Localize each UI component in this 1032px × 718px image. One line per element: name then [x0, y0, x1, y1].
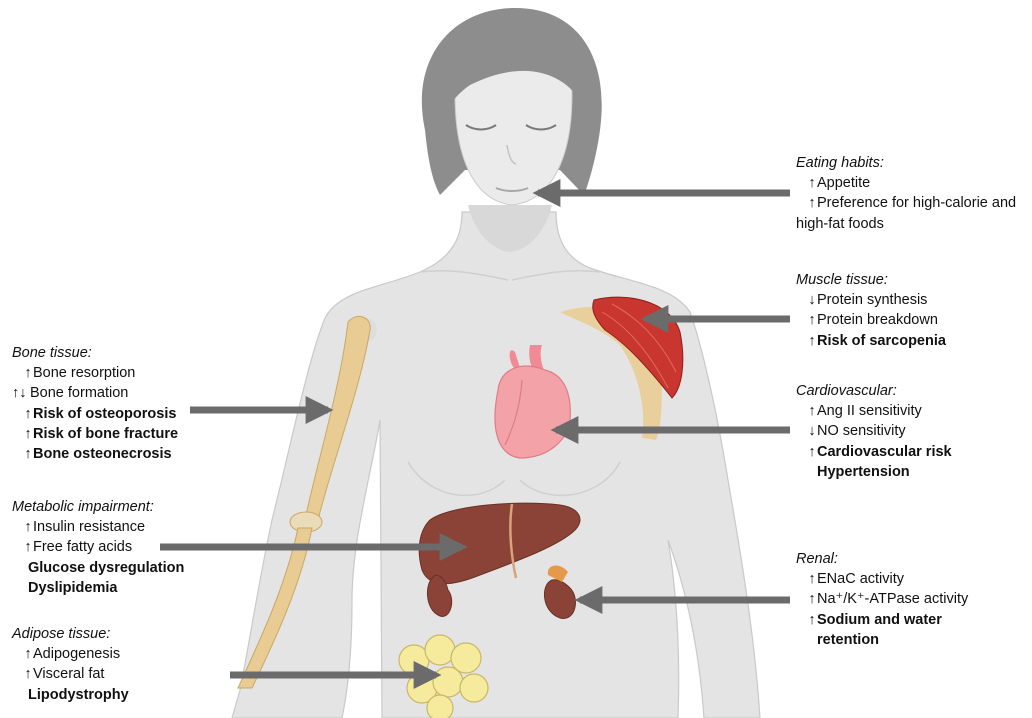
bone-line-4: Risk of bone fracture — [33, 426, 178, 442]
metabolic-line-3: Glucose dysregulation — [12, 558, 184, 578]
up-arrow-icon: ↑ — [23, 664, 33, 684]
body-silhouette — [232, 212, 760, 718]
up-arrow-icon: ↑ — [807, 569, 817, 589]
bone-line-2: Bone formation — [30, 385, 128, 401]
metabolic-line-4: Dyslipidemia — [12, 578, 184, 598]
muscle-tissue-block: Muscle tissue: ↓Protein synthesis ↑Prote… — [796, 270, 946, 351]
up-arrow-icon: ↑ — [807, 442, 817, 462]
up-arrow-icon: ↑ — [807, 401, 817, 421]
up-arrow-icon: ↑ — [23, 404, 33, 424]
metabolic-line-1: Insulin resistance — [33, 519, 145, 535]
muscle-line-2: Protein breakdown — [817, 312, 938, 328]
adipose-heading: Adipose tissue: — [12, 624, 129, 644]
renal-line-1: ENaC activity — [817, 571, 904, 587]
muscle-heading: Muscle tissue: — [796, 270, 946, 290]
cardio-line-1: Ang II sensitivity — [817, 403, 922, 419]
renal-line-3: Sodium and water — [817, 612, 942, 628]
bone-tissue-block: Bone tissue: ↑Bone resorption ↑↓Bone for… — [12, 343, 178, 464]
renal-line-2: Na⁺/K⁺-ATPase activity — [817, 591, 968, 607]
up-arrow-icon: ↑ — [23, 444, 33, 464]
up-arrow-icon: ↑ — [807, 193, 817, 213]
bone-heading: Bone tissue: — [12, 343, 178, 363]
eating-line-1: Appetite — [817, 175, 870, 191]
muscle-line-1: Protein synthesis — [817, 292, 927, 308]
eating-heading: Eating habits: — [796, 153, 1016, 173]
down-arrow-icon: ↓ — [807, 290, 817, 310]
adipose-line-3: Lipodystrophy — [12, 685, 129, 705]
down-arrow-icon: ↓ — [807, 421, 817, 441]
metabolic-impairment-block: Metabolic impairment: ↑Insulin resistanc… — [12, 497, 184, 598]
eating-line-2: Preference for high-calorie and — [817, 195, 1016, 211]
up-arrow-icon: ↑ — [807, 310, 817, 330]
bone-line-1: Bone resorption — [33, 365, 135, 381]
cardio-line-4: Hypertension — [796, 462, 952, 482]
adipose-line-1: Adipogenesis — [33, 646, 120, 662]
adipose-tissue-block: Adipose tissue: ↑Adipogenesis ↑Visceral … — [12, 624, 129, 705]
cardiovascular-block: Cardiovascular: ↑Ang II sensitivity ↓NO … — [796, 381, 952, 482]
eating-line-3: high-fat foods — [796, 214, 1016, 234]
up-arrow-icon: ↑ — [23, 537, 33, 557]
up-down-arrow-icon: ↑↓ — [12, 383, 30, 403]
up-arrow-icon: ↑ — [807, 589, 817, 609]
renal-block: Renal: ↑ENaC activity ↑Na⁺/K⁺-ATPase act… — [796, 549, 968, 650]
cardio-line-2: NO sensitivity — [817, 423, 906, 439]
up-arrow-icon: ↑ — [23, 517, 33, 537]
up-arrow-icon: ↑ — [23, 644, 33, 664]
up-arrow-icon: ↑ — [23, 363, 33, 383]
up-arrow-icon: ↑ — [807, 331, 817, 351]
up-arrow-icon: ↑ — [807, 610, 817, 630]
bone-line-5: Bone osteonecrosis — [33, 446, 172, 462]
cardio-heading: Cardiovascular: — [796, 381, 952, 401]
bone-line-3: Risk of osteoporosis — [33, 406, 176, 422]
up-arrow-icon: ↑ — [23, 424, 33, 444]
adipose-line-2: Visceral fat — [33, 666, 104, 682]
cardio-line-3: Cardiovascular risk — [817, 444, 952, 460]
up-arrow-icon: ↑ — [807, 173, 817, 193]
renal-line-4: retention — [796, 630, 968, 650]
metabolic-line-2: Free fatty acids — [33, 539, 132, 555]
muscle-line-3: Risk of sarcopenia — [817, 333, 946, 349]
eating-habits-block: Eating habits: ↑Appetite ↑Preference for… — [796, 153, 1016, 234]
metabolic-heading: Metabolic impairment: — [12, 497, 184, 517]
renal-heading: Renal: — [796, 549, 968, 569]
